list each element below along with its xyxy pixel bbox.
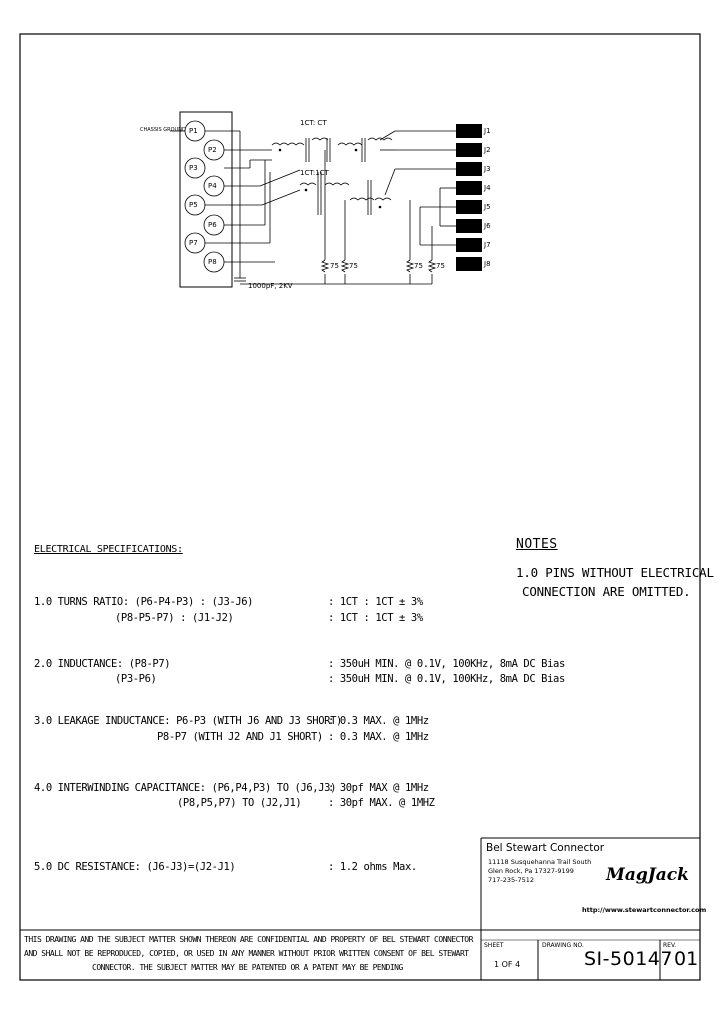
magjack-logo: MagJack xyxy=(606,865,689,885)
p1-label: P1 xyxy=(189,127,198,135)
sheet-label: SHEET xyxy=(484,942,504,949)
p4-label: P4 xyxy=(208,182,217,190)
p8-label: P8 xyxy=(208,258,217,266)
spec-4-value1: : 30pf MAX @ 1MHz xyxy=(328,782,429,794)
drawing-number-label: DRAWING NO. xyxy=(542,942,584,949)
address-line: 717-235-7512 xyxy=(488,876,535,884)
j7-label: J7 xyxy=(484,241,491,249)
chassis-ground-label: CHASSIS GROUND xyxy=(140,127,186,133)
schematic-diagram xyxy=(170,111,482,288)
spec-1-line2: (P8-P5-P7) : (J1-J2) xyxy=(115,612,234,624)
spec-3-value2: : 0.3 MAX. @ 1MHz xyxy=(328,731,429,743)
disclaimer-line-2: AND SHALL NOT BE REPRODUCED, COPIED, OR … xyxy=(24,949,469,958)
revision-label: REV. xyxy=(663,942,677,949)
resistor-label: 75 xyxy=(414,262,423,270)
spec-1-value1: : 1CT : 1CT ± 3% xyxy=(328,596,423,608)
p6-label: P6 xyxy=(208,221,217,229)
spec-1-line1: 1.0 TURNS RATIO: (P6-P4-P3) : (J3-J6) xyxy=(34,596,254,608)
p2-label: P2 xyxy=(208,146,217,154)
p3-label: P3 xyxy=(189,164,198,172)
company-address: 11118 Susquehanna Trail South Glen Rock,… xyxy=(488,858,591,885)
spec-3-line2: P8-P7 (WITH J2 AND J1 SHORT) xyxy=(157,731,323,743)
j1-label: J1 xyxy=(484,127,491,135)
notes-title: NOTES xyxy=(516,537,558,552)
j2-label: J2 xyxy=(484,146,491,154)
sheet-value: 1 OF 4 xyxy=(494,960,521,969)
disclaimer-line-1: THIS DRAWING AND THE SUBJECT MATTER SHOW… xyxy=(24,935,473,944)
spec-2-line1: 2.0 INDUCTANCE: (P8-P7) xyxy=(34,658,171,670)
revision-number: 01 xyxy=(674,948,699,970)
spec-2-value2: : 350uH MIN. @ 0.1V, 100KHz, 8mA DC Bias xyxy=(328,673,565,685)
electrical-specs-heading: ELECTRICAL SPECIFICATIONS: xyxy=(34,544,183,555)
spec-1-value2: : 1CT : 1CT ± 3% xyxy=(328,612,423,624)
schematic-wiring xyxy=(170,130,456,285)
address-line: Glen Rock, Pa 17327-9199 xyxy=(488,867,574,875)
top-turns-ratio-label: 1CT: CT xyxy=(300,119,327,127)
notes-line-2: CONNECTION ARE OMITTED. xyxy=(522,584,691,599)
resistor-label: 75 xyxy=(436,262,445,270)
spec-2-value1: : 350uH MIN. @ 0.1V, 100KHz, 8mA DC Bias xyxy=(328,658,565,670)
p7-label: P7 xyxy=(189,239,198,247)
resistor-label: 75 xyxy=(330,262,339,270)
spec-2-line2: (P3-P6) xyxy=(115,673,157,685)
address-line: 11118 Susquehanna Trail South xyxy=(488,858,592,866)
notes-line-1: 1.0 PINS WITHOUT ELECTRICAL xyxy=(516,565,714,580)
spec-3-line1: 3.0 LEAKAGE INDUCTANCE: P6-P3 (WITH J6 A… xyxy=(34,715,342,727)
spec-3-value1: : 0.3 MAX. @ 1MHz xyxy=(328,715,429,727)
spec-4-value2: : 30pf MAX. @ 1MHZ xyxy=(328,797,435,809)
website-link[interactable]: http://www.stewartconnector.com xyxy=(582,906,707,914)
rj45-connector-body xyxy=(179,111,233,288)
j5-label: J5 xyxy=(484,203,491,211)
j4-label: J4 xyxy=(484,184,491,192)
company-name: Bel Stewart Connector xyxy=(486,842,605,854)
spec-5-value1: : 1.2 ohms Max. xyxy=(328,861,417,873)
resistor-label: 75 xyxy=(349,262,358,270)
spec-4-line2: (P8,P5,P7) TO (J2,J1) xyxy=(177,797,302,809)
p5-label: P5 xyxy=(189,201,198,209)
spec-5-line1: 5.0 DC RESISTANCE: (J6-J3)=(J2-J1) xyxy=(34,861,236,873)
spec-4-line1: 4.0 INTERWINDING CAPACITANCE: (P6,P4,P3)… xyxy=(34,782,336,794)
disclaimer-line-3: CONNECTOR. THE SUBJECT MATTER MAY BE PAT… xyxy=(92,963,403,972)
capacitor-label: 1000pF, 2KV xyxy=(248,282,293,290)
j3-label: J3 xyxy=(484,165,491,173)
mid-turns-ratio-label: 1CT:1CT xyxy=(300,169,329,177)
drawing-number: SI-50147 xyxy=(584,948,673,970)
j6-label: J6 xyxy=(484,222,491,230)
j8-label: J8 xyxy=(484,260,491,268)
j-pin-blocks xyxy=(456,124,482,271)
p-pin-circles xyxy=(184,120,225,273)
polarity-dots xyxy=(278,148,382,209)
